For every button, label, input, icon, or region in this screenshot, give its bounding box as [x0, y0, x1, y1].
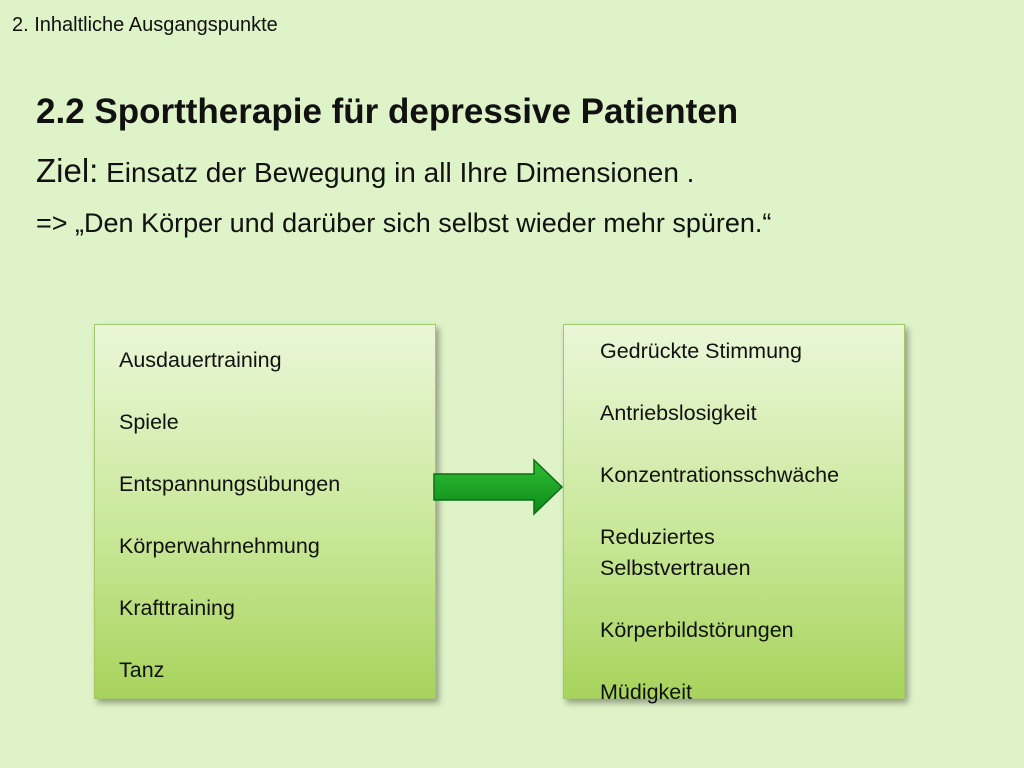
goal-line: Ziel: Einsatz der Bewegung in all Ihre D…	[36, 152, 694, 190]
list-item: Spiele	[119, 410, 179, 434]
goal-text: Einsatz der Bewegung in all Ihre Dimensi…	[98, 157, 695, 188]
arrow-right-icon	[433, 458, 564, 516]
list-item: Antriebslosigkeit	[600, 401, 757, 425]
goal-prefix: Ziel:	[36, 152, 99, 189]
section-label: 2. Inhaltliche Ausgangspunkte	[12, 14, 278, 36]
list-item: Entspannungsübungen	[119, 472, 341, 496]
symptom-list: Gedrückte Stimmung Antriebslosigkeit Kon…	[600, 336, 904, 708]
quote-line: => „Den Körper und darüber sich selbst w…	[36, 208, 772, 238]
list-item: Konzentrationsschwäche	[600, 463, 840, 487]
exercise-list: Ausdauertraining Spiele Entspannungsübun…	[119, 345, 435, 686]
list-item: Körperwahrnehmung	[119, 534, 320, 558]
list-item: Körperbildstörungen	[600, 618, 794, 642]
list-item: Gedrückte Stimmung	[600, 339, 802, 363]
list-item: Tanz	[119, 658, 165, 682]
list-item: Krafttraining	[119, 596, 235, 620]
list-item: Reduziertes Selbstvertrauen	[600, 525, 751, 580]
left-box: Ausdauertraining Spiele Entspannungsübun…	[94, 324, 436, 699]
page-title: 2.2 Sporttherapie für depressive Patient…	[36, 92, 739, 131]
right-box: Gedrückte Stimmung Antriebslosigkeit Kon…	[563, 324, 905, 704]
list-item: Müdigkeit	[600, 680, 693, 704]
list-item: Ausdauertraining	[119, 348, 282, 372]
